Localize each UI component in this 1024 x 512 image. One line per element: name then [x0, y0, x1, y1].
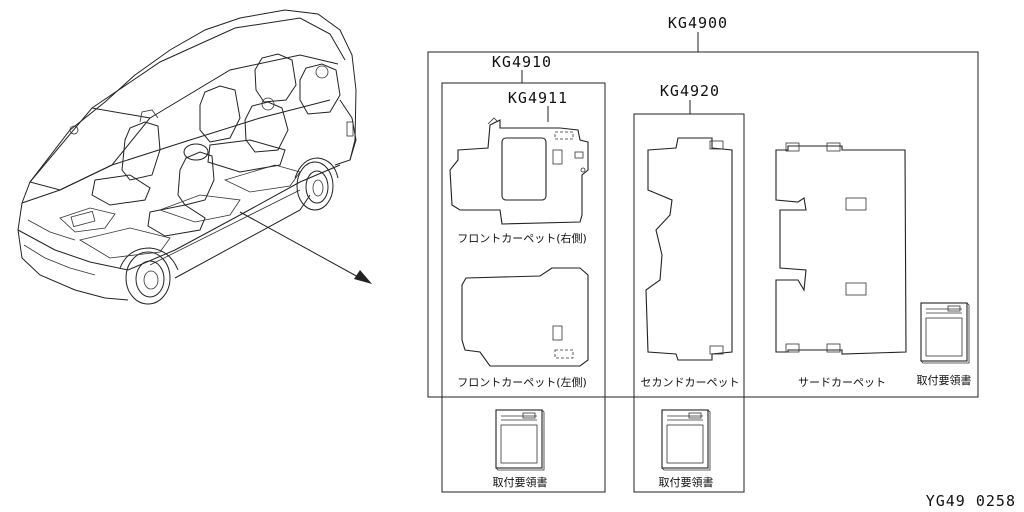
- figure-id: YG49 0258: [926, 492, 1016, 510]
- vehicle-illustration: [17, 9, 372, 305]
- label-kg4900: KG4900: [668, 14, 728, 32]
- third-carpet-part: [775, 142, 907, 355]
- caption-front-carpet-right: フロントカーペット(右側): [457, 231, 587, 245]
- caption-third-carpet: サードカーペット: [798, 376, 886, 389]
- second-carpet-part: [645, 137, 733, 361]
- manual-booklet-kg4910-icon: [495, 409, 545, 471]
- manual-booklet-main-icon: [920, 302, 970, 364]
- kg4920-box: [633, 113, 745, 493]
- caption-manual-main: 取付要領書: [917, 373, 972, 387]
- manual-booklet-kg4920-icon: [661, 409, 711, 471]
- caption-second-carpet: セカンドカーペット: [641, 376, 740, 389]
- label-kg4910: KG4910: [492, 53, 552, 71]
- front-carpet-right-part: [449, 117, 589, 225]
- caption-manual-kg4910: 取付要領書: [493, 475, 548, 489]
- label-kg4920: KG4920: [660, 82, 720, 100]
- group-boxes: [427, 32, 979, 493]
- kg4900-box: [427, 51, 979, 398]
- kg4910-box: [441, 82, 606, 493]
- caption-manual-kg4920: 取付要領書: [659, 475, 714, 489]
- arrow-head-icon: [354, 270, 372, 284]
- label-kg4911: KG4911: [508, 89, 568, 107]
- caption-front-carpet-left: フロントカーペット(左側): [457, 376, 587, 389]
- front-carpet-left-part: [461, 267, 589, 367]
